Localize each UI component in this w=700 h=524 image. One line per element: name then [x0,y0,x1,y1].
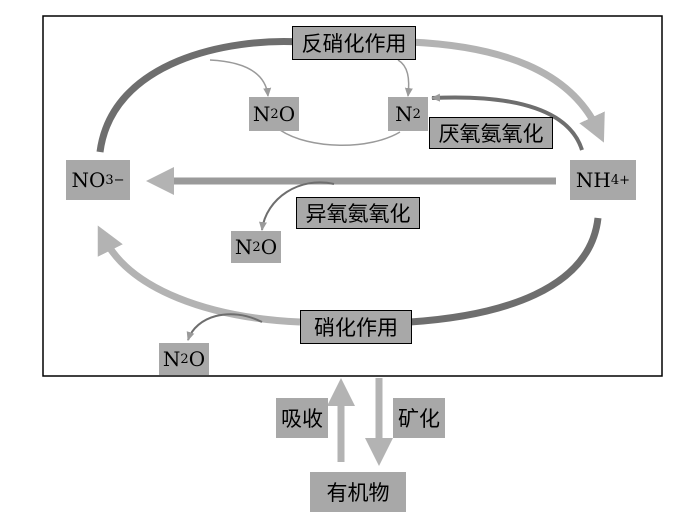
n2o-bot-base: N [162,347,181,371]
organic-matter-label: 有机物 [310,472,406,512]
n2o-top-tail: O [278,102,296,126]
nitrification-arc-left [97,225,301,326]
n2o-mid-tail: O [260,235,278,259]
diagram-frame [42,15,663,377]
nitrification-label: 硝化作用 [300,310,412,344]
n2o-mid-base: N [234,235,253,259]
nitrification-arc-right [409,217,602,326]
nitrogen-gas-base: N [395,102,413,126]
anammox-label: 厌氧氨氧化 [429,117,553,149]
n2o-bot-tail: O [188,347,206,371]
ammonium-sup: + [619,172,631,188]
ammonium-base: NH [575,168,611,192]
mineralization-label: 矿化 [393,398,445,438]
denitrification-arc-left [96,38,301,153]
denitrification-label: 反硝化作用 [292,26,416,60]
nitrification-branch-arrow [186,313,263,341]
nitrate-base: NO [71,168,106,192]
nitrate-sup: − [113,172,125,188]
to-n2-top-arrow [397,59,413,97]
heterotrophic-ammonia-oxidation-label: 异氧氨氧化 [296,197,420,229]
absorption-label: 吸收 [276,398,328,438]
denitrification-arc-right [409,38,605,143]
n2o-bot-sub: 2 [180,351,189,367]
nitrogen-gas-sub: 2 [412,106,421,122]
anammox-arrow [431,93,584,151]
ammonium-sub: 4 [610,172,620,188]
nitrate-sub: 3 [105,172,114,188]
n2o-to-n2-connector [279,129,401,146]
n2o-top-sub: 2 [270,106,279,122]
heterotrophic-branch-arrow [259,181,335,231]
to-n2o-top-arrow [209,59,272,97]
n2o-mid-sub: 2 [252,239,261,255]
n2o-top-base: N [252,102,271,126]
